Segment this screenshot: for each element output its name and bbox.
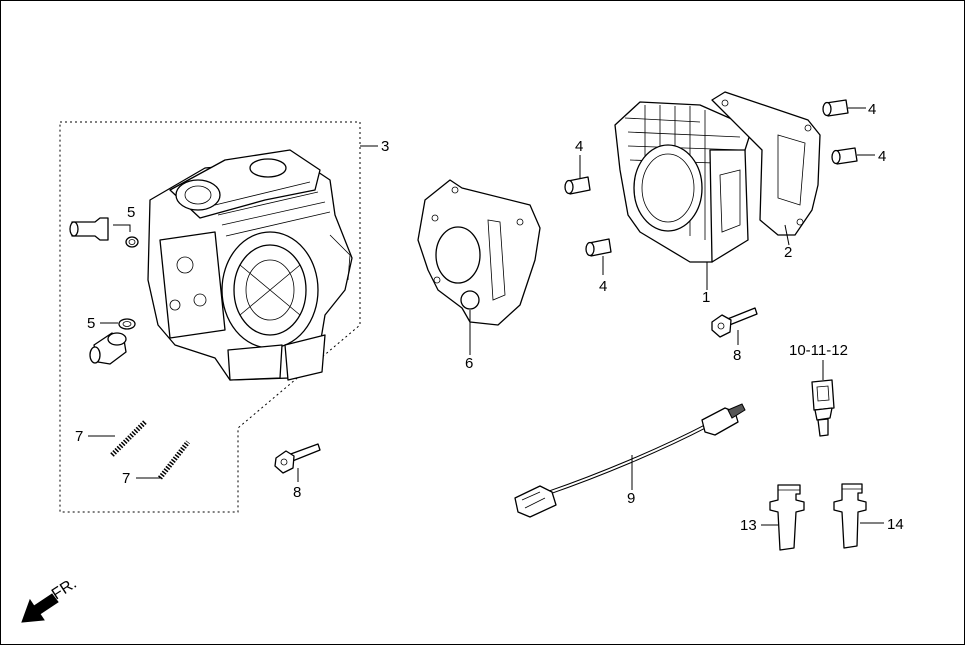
callout-14: 14 bbox=[887, 516, 904, 533]
callout-7-upper: 7 bbox=[75, 428, 83, 445]
dowel-pin-lower-left bbox=[585, 238, 612, 257]
oxygen-sensor-cable bbox=[514, 403, 746, 518]
callout-4-upper-left: 4 bbox=[575, 138, 583, 155]
dowel-pin-right bbox=[831, 147, 858, 165]
cylinder-head bbox=[147, 149, 353, 381]
valve-guide-left bbox=[769, 484, 805, 551]
valve-guide-right bbox=[833, 483, 867, 549]
cylinder-base-gasket bbox=[711, 91, 821, 236]
callout-4-right: 4 bbox=[878, 148, 886, 165]
callout-2: 2 bbox=[784, 244, 792, 261]
callout-6: 6 bbox=[465, 355, 473, 372]
callout-7-lower: 7 bbox=[122, 470, 130, 487]
callout-8-left: 8 bbox=[293, 484, 301, 501]
sealing-washer-lower bbox=[118, 318, 136, 330]
callout-9: 9 bbox=[627, 490, 635, 507]
dowel-pin-top-right bbox=[822, 99, 849, 117]
stud-lower bbox=[158, 440, 190, 480]
temperature-sensor bbox=[811, 379, 835, 437]
bolt-right bbox=[711, 307, 758, 338]
front-direction-arrow-icon bbox=[21, 593, 59, 623]
callout-13: 13 bbox=[740, 517, 757, 534]
callout-4-lower-left: 4 bbox=[599, 278, 607, 295]
callout-1: 1 bbox=[702, 289, 710, 306]
callout-5-lower: 5 bbox=[87, 315, 95, 332]
cylinder-head-assembly-boundary bbox=[59, 121, 361, 513]
head-bolt-lower bbox=[89, 332, 127, 365]
head-bolt-upper bbox=[69, 217, 109, 241]
callout-4-top-right: 4 bbox=[868, 101, 876, 118]
callout-3: 3 bbox=[381, 138, 389, 155]
sealing-washer-upper bbox=[125, 236, 139, 248]
callout-8-right: 8 bbox=[733, 347, 741, 364]
cylinder-head-gasket bbox=[417, 179, 541, 326]
callout-5-upper: 5 bbox=[127, 204, 135, 221]
callout-10-11-12: 10-11-12 bbox=[789, 342, 848, 359]
cylinder-block bbox=[614, 101, 753, 263]
dowel-pin-upper-left bbox=[564, 176, 591, 195]
stud-upper bbox=[110, 420, 147, 457]
bolt-left bbox=[274, 443, 321, 474]
